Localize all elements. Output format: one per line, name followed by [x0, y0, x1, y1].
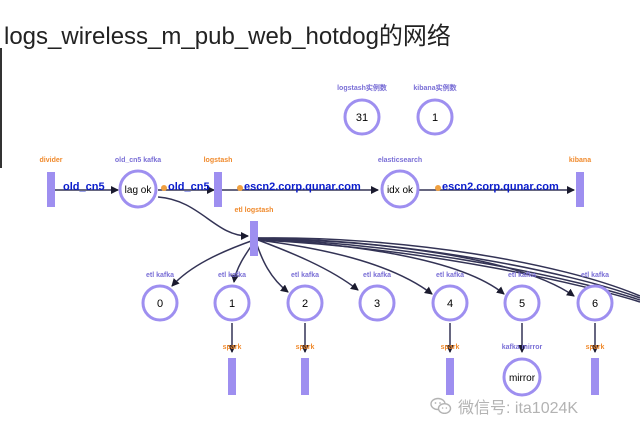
- etl-kafka-label: etl kafka: [508, 272, 536, 279]
- kafka-label: old_cn5 kafka: [115, 157, 161, 164]
- etl-kafka-circle: [286, 284, 324, 322]
- edge-dot: [237, 185, 243, 191]
- wechat-icon: [430, 397, 452, 415]
- logstash-bar: [214, 172, 222, 207]
- kafka-mirror-label: kafka mirror: [502, 344, 543, 351]
- etl-kafka-label: etl kafka: [218, 272, 246, 279]
- edge-label-kafka-logstash: old_cn5: [168, 181, 210, 193]
- kafka-mirror-circle: [502, 357, 542, 397]
- spark-bar: [228, 358, 236, 395]
- stat-label-kibana: kibana实例数: [413, 83, 457, 92]
- spark-label: spark: [441, 344, 460, 351]
- kibana-label: kibana: [569, 157, 591, 164]
- edges-layer: [51, 186, 640, 353]
- etl-kafka-node-3: etl kafka 3: [358, 272, 396, 322]
- edge-label-es-kibana: escn2.corp.qunar.com: [442, 181, 559, 193]
- etl-kafka-value: 3: [374, 298, 380, 310]
- divider-bar: [47, 172, 55, 207]
- spark-bar: [301, 358, 309, 395]
- spark-bar: [591, 358, 599, 395]
- edge-etl-logstash-kafka-3: [257, 239, 359, 291]
- kafka-mirror-text: mirror: [509, 373, 536, 384]
- spark-node-4: spark: [441, 344, 460, 395]
- page-title: logs_wireless_m_pub_web_hotdog的网络: [4, 23, 451, 50]
- kafka-node-text: lag ok: [125, 185, 153, 196]
- edge-etl-logstash-kafka-4: [257, 239, 433, 295]
- edge-etl-logstash-offscreen-a: [257, 237, 640, 297]
- etl-kafka-node-1: etl kafka 1: [213, 272, 251, 322]
- etl-kafka-label: etl kafka: [436, 272, 464, 279]
- etl-kafka-node-0: etl kafka 0: [141, 272, 179, 322]
- edge-etl-logstash-kafka-0: [171, 239, 255, 287]
- etl-kafka-node-4: etl kafka 4: [431, 272, 469, 322]
- edge-etl-logstash-offscreen-b: [257, 237, 640, 299]
- etl-kafka-node-5: etl kafka 5: [503, 272, 541, 322]
- etl-kafka-circle: [141, 284, 179, 322]
- etl-kafka-circle: [431, 284, 469, 322]
- etl-kafka-label: etl kafka: [291, 272, 319, 279]
- etl-logstash-label: etl logstash: [235, 207, 274, 214]
- etl-kafka-value: 2: [302, 298, 308, 310]
- stat-node-kibana: [416, 98, 454, 136]
- spark-node-2: spark: [296, 344, 315, 395]
- wechat-watermark: 微信号: ita1024K: [430, 394, 578, 418]
- etl-kafka-circle: [576, 284, 614, 322]
- spark-label: spark: [223, 344, 242, 351]
- etl-kafka-node-6: etl kafka 6: [576, 272, 614, 322]
- kafka-node: [118, 169, 158, 209]
- logstash-label: logstash: [204, 157, 233, 164]
- elasticsearch-node: [380, 169, 420, 209]
- divider-label: divider: [40, 157, 63, 164]
- edge-label-divider-kafka: old_cn5: [63, 181, 105, 193]
- etl-kafka-label: etl kafka: [363, 272, 391, 279]
- etl-kafka-node-2: etl kafka 2: [286, 272, 324, 322]
- edge-etl-logstash-offscreen-d: [257, 239, 640, 303]
- edge-dot: [161, 185, 167, 191]
- etl-kafka-value: 0: [157, 298, 163, 310]
- stat-label-logstash: logstash实例数: [337, 83, 388, 92]
- etl-kafka-circle: [358, 284, 396, 322]
- kafka-mirror-node: kafka mirror mirror: [502, 344, 543, 397]
- edge-label-logstash-es: escn2.corp.qunar.com: [244, 181, 361, 193]
- etl-kafka-label: etl kafka: [581, 272, 609, 279]
- etl-logstash-bar: [250, 221, 258, 256]
- kibana-bar: [576, 172, 584, 207]
- etl-kafka-value: 1: [229, 298, 235, 310]
- stat-node-logstash: [343, 98, 381, 136]
- spark-label: spark: [296, 344, 315, 351]
- etl-kafka-value: 4: [447, 298, 453, 310]
- watermark-text: 微信号: ita1024K: [458, 400, 579, 417]
- edge-etl-logstash-offscreen-c: [257, 238, 640, 301]
- slide-left-border: [0, 48, 2, 168]
- spark-node-1: spark: [223, 344, 242, 395]
- etl-kafka-value: 5: [519, 298, 525, 310]
- etl-kafka-value: 6: [592, 298, 598, 310]
- spark-bar: [446, 358, 454, 395]
- elasticsearch-label: elasticsearch: [378, 157, 422, 164]
- edge-dot: [435, 185, 441, 191]
- edge-kafka-etl-logstash: [157, 196, 249, 240]
- spark-label: spark: [586, 344, 605, 351]
- etl-kafka-circle: [213, 284, 251, 322]
- stat-value-logstash: 31: [356, 112, 368, 124]
- spark-node-6: spark: [586, 344, 605, 395]
- elasticsearch-node-text: idx ok: [387, 185, 414, 196]
- stat-value-kibana: 1: [432, 112, 438, 124]
- etl-kafka-circle: [503, 284, 541, 322]
- etl-kafka-label: etl kafka: [146, 272, 174, 279]
